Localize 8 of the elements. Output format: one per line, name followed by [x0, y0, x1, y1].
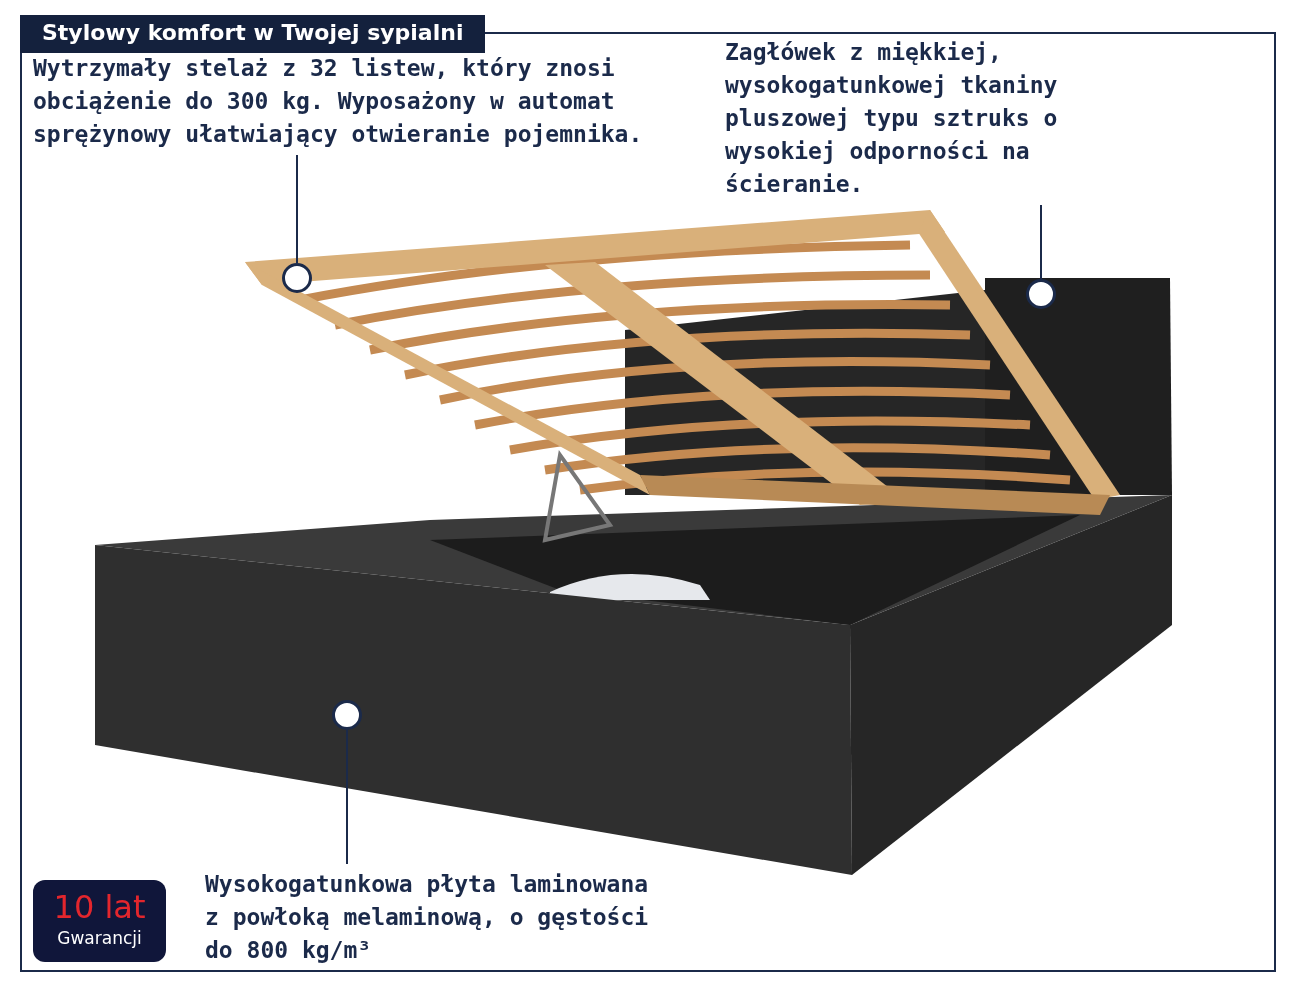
leader-line [346, 729, 348, 865]
leader-line [296, 154, 298, 264]
callout-text: Wysokogatunkowa płyta laminowana z powłoką melaminową, o gęstości do 800 kg/m³ [205, 868, 665, 967]
warranty-badge: 10 lat Gwarancji [33, 880, 166, 962]
leader-line [1040, 204, 1042, 280]
title-banner: Stylowy komfort w Twojej sypialni [20, 15, 486, 53]
callout-text: Zagłówek z miękkiej, wysokogatunkowej tkaniny pluszowej typu sztruks o wysokiej odporności na ścieranie. [725, 36, 1070, 201]
callout-text: Wytrzymały stelaż z 32 listew, który znosi obciążenie do 300 kg. Wyposażony w automat sprężynowy ułatwiający otwieranie pojemnika. [33, 52, 683, 151]
